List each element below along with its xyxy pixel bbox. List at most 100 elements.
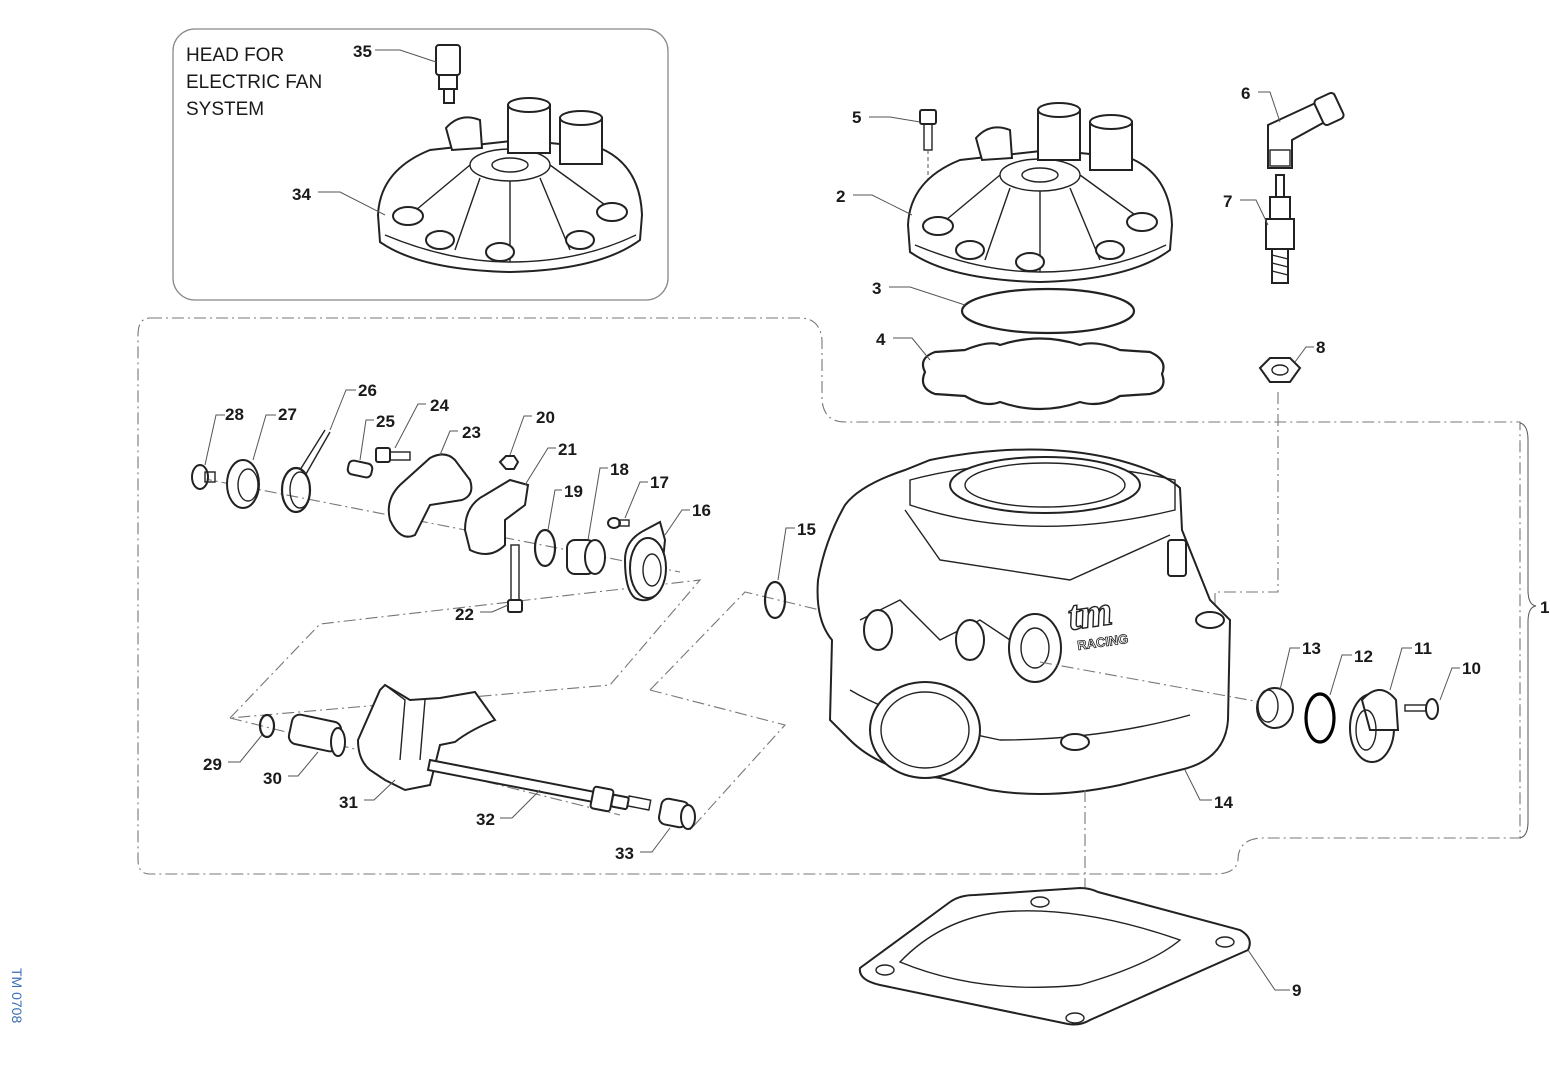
callout-22: 22: [455, 605, 474, 624]
callout-18: 18: [610, 460, 629, 479]
bushing-part-13: [1256, 687, 1294, 729]
callout-13: 13: [1302, 639, 1321, 658]
spring-part-26: [280, 429, 331, 514]
leader-32: [500, 789, 541, 819]
callout-7: 7: [1223, 192, 1232, 211]
callout-34: 34: [292, 185, 311, 204]
leader-28: [204, 414, 225, 466]
exhaust-valve-part-31: [356, 683, 497, 792]
leader-17: [624, 481, 648, 519]
base-gasket-part-9: [858, 886, 1251, 1026]
leader-21: [524, 447, 556, 486]
callout-3: 3: [872, 279, 881, 298]
link-axis: [649, 591, 821, 691]
flange-nut-part-8: [1258, 357, 1302, 383]
tm-logo: tm: [1065, 588, 1115, 640]
leader-15: [777, 527, 795, 581]
bushing-part-18: [566, 539, 606, 575]
callout-17: 17: [650, 473, 669, 492]
callout-24: 24: [430, 396, 449, 415]
leader-27: [252, 414, 276, 461]
leader-29: [228, 734, 263, 763]
callout-11: 11: [1414, 639, 1432, 658]
callout-20: 20: [536, 408, 555, 427]
leader-5: [869, 116, 921, 123]
drawing-code: TM 0708: [9, 968, 25, 1023]
stud-axis: [1214, 392, 1279, 610]
callout-26: 26: [358, 381, 377, 400]
callout-10: 10: [1462, 659, 1481, 678]
temperature-sensor-part-35: [435, 44, 465, 130]
callout-33: 33: [615, 844, 634, 863]
leader-14: [1184, 769, 1212, 801]
callout-31: 31: [339, 793, 358, 812]
leader-35: [375, 49, 437, 63]
spacer-part-30: [287, 713, 346, 757]
leader-19: [547, 489, 562, 531]
leader-16: [664, 509, 690, 536]
inset-label-line-2: ELECTRIC FAN: [186, 72, 322, 93]
leader-8: [1294, 346, 1314, 363]
callout-12: 12: [1354, 647, 1373, 666]
cylinder-head-part-2: [906, 102, 1174, 284]
valve-cover-part-11: [1349, 689, 1400, 763]
callout-19: 19: [564, 482, 583, 501]
inset-electric-fan-head: HEAD FOR ELECTRIC FAN SYSTEM: [172, 28, 669, 301]
cylinder-part-14: tm RACING: [816, 448, 1232, 795]
leader-13: [1279, 647, 1300, 691]
bushing-part-33: [657, 797, 696, 830]
leader-22: [480, 604, 509, 613]
ring-part-15: [763, 580, 787, 620]
pin-part-25: [346, 459, 374, 479]
cover-cap-part-27: [226, 459, 260, 509]
o-ring-part-12: [1304, 692, 1336, 744]
leader-23: [439, 430, 458, 456]
circlip-part-19: [533, 528, 557, 568]
leader-6: [1258, 91, 1281, 123]
cylinder-head-fan-part-34: [376, 97, 644, 274]
callout-35: 35: [353, 42, 372, 61]
screw-part-10: [1404, 698, 1439, 720]
callout-9: 9: [1292, 981, 1301, 1000]
brace-part-1: [1519, 422, 1537, 839]
callout-14: 14: [1214, 793, 1233, 812]
ring-part-29: [258, 713, 276, 739]
leader-20: [509, 415, 532, 456]
callout-21: 21: [558, 440, 577, 459]
head-gasket-part-4: [921, 337, 1165, 411]
callout-32: 32: [476, 810, 495, 829]
assembly-outline: [137, 317, 1521, 875]
callout-23: 23: [462, 423, 481, 442]
inset-label-line-3: SYSTEM: [186, 99, 264, 120]
leader-26: [329, 389, 356, 431]
callout-1: 1: [1540, 598, 1549, 617]
screw-part-24: [375, 447, 411, 463]
sub-assembly-outline-lower: [649, 689, 787, 831]
leader-10: [1439, 667, 1460, 701]
callout-4: 4: [876, 330, 886, 349]
callout-28: 28: [225, 405, 244, 424]
leader-2: [853, 194, 913, 216]
valve-axis-right: [1039, 661, 1261, 703]
head-o-ring-part-3: [960, 287, 1136, 335]
flange-part-16: [623, 520, 667, 602]
leader-4: [893, 337, 931, 361]
leader-30: [288, 751, 319, 777]
callout-6: 6: [1241, 84, 1250, 103]
callout-2: 2: [836, 187, 845, 206]
leader-7: [1240, 199, 1269, 226]
callout-29: 29: [203, 755, 222, 774]
nut-part-20: [498, 455, 520, 470]
callout-8: 8: [1316, 338, 1325, 357]
leader-33: [640, 827, 671, 853]
inset-label-line-1: HEAD FOR: [186, 45, 284, 66]
shaft-part-32: [426, 758, 652, 813]
leader-12: [1329, 654, 1352, 696]
cap-screw-part-28: [191, 464, 216, 490]
callout-5: 5: [852, 108, 861, 127]
leader-11: [1389, 647, 1412, 691]
leader-3: [889, 286, 966, 306]
callout-30: 30: [263, 769, 282, 788]
leader-25: [359, 419, 374, 461]
